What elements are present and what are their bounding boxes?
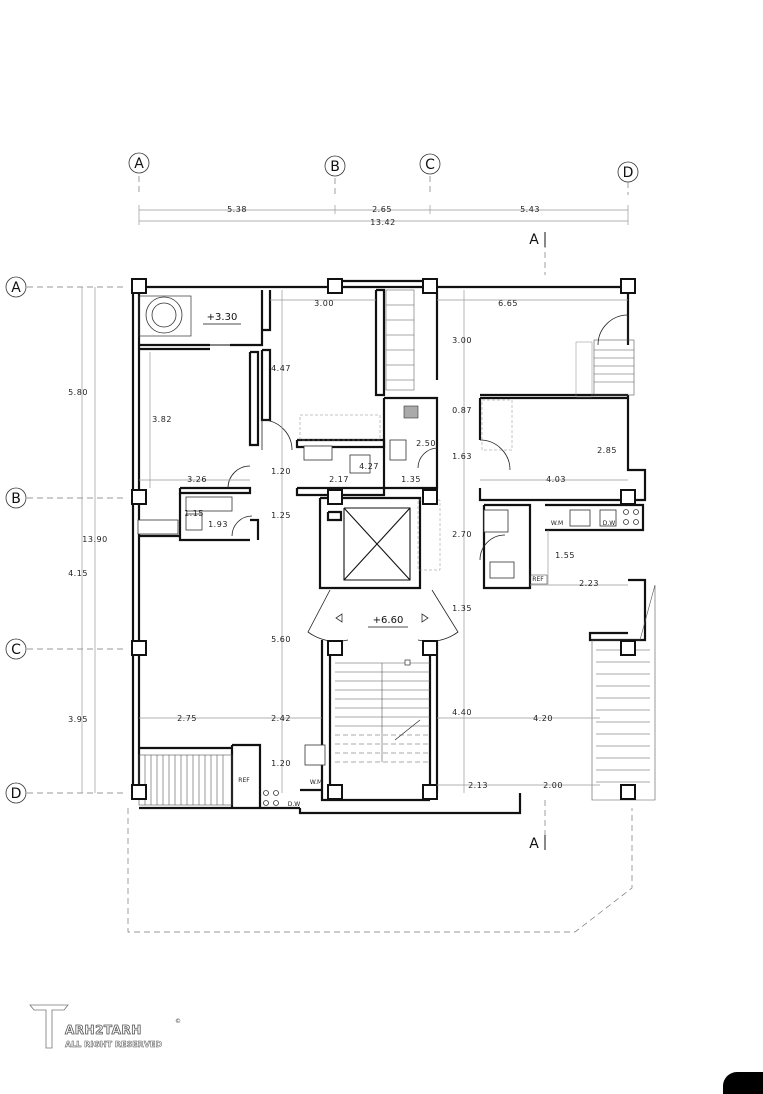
room-dim: 3.00	[314, 299, 334, 308]
arrow-right-icon	[421, 613, 429, 623]
room-dim: 4.03	[546, 475, 566, 484]
ref-label-left: REF	[238, 777, 250, 784]
section-markers: A A	[529, 232, 546, 852]
grid-label-left-d: D	[11, 786, 22, 802]
room-dim: 1.35	[401, 475, 421, 484]
grid-label-top-c: C	[425, 157, 435, 173]
room-dim: 3.82	[152, 415, 172, 424]
grid-label-left-c: C	[11, 642, 21, 658]
room-dim: 1.55	[555, 551, 575, 560]
dw-label-right: D.W	[603, 520, 616, 527]
logo-column-mark	[29, 1004, 69, 1049]
room-dim: 4.47	[271, 364, 291, 373]
site-boundary	[127, 808, 633, 933]
fixtures	[137, 295, 639, 806]
corner-decoration	[723, 1072, 763, 1094]
level-landing: +6.60	[373, 615, 404, 626]
wm-label-left: W.M	[310, 779, 322, 786]
room-dim: 0.87	[452, 406, 472, 415]
grid-axis-left: A B C D	[5, 276, 125, 804]
dw-label-left: D.W	[288, 801, 301, 808]
room-dim: 3.00	[452, 336, 472, 345]
main-staircase	[335, 659, 430, 763]
arrow-left-icon	[335, 613, 343, 623]
doors	[227, 314, 629, 642]
interior-walls	[139, 288, 645, 808]
structural-columns	[131, 278, 636, 800]
grid-axis-top: A B C D	[128, 152, 639, 195]
room-dim: 3.26	[187, 475, 207, 484]
section-label-top: A	[529, 232, 539, 248]
room-dim: 4.20	[533, 714, 553, 723]
right-terrace-upper	[593, 339, 635, 396]
room-dim: 1.35	[452, 604, 472, 613]
left-terrace	[138, 754, 233, 806]
room-dim: 2.75	[177, 714, 197, 723]
dim-top-2: 2.65	[372, 205, 392, 214]
logo-name: ARH2TARH	[65, 1023, 142, 1037]
room-dim: 5.60	[271, 635, 291, 644]
grid-label-top-a: A	[134, 156, 144, 172]
room-dim: 2.85	[597, 446, 617, 455]
grid-label-left-a: A	[11, 280, 21, 296]
room-dim: 1.63	[452, 452, 472, 461]
brand-logo: ARH2TARH ALL RIGHT RESERVED ©	[29, 1004, 181, 1049]
room-dimension-labels: 3.00 6.65 3.00 4.47 0.87 3.82 2.50 2.85 …	[152, 299, 617, 790]
room-dim: 2.17	[329, 475, 349, 484]
room-dim: 4.40	[452, 708, 472, 717]
top-dimensions: 5.38 2.65 5.43 13.42	[138, 205, 629, 227]
dim-left-3: 3.95	[68, 715, 88, 724]
grid-label-left-b: B	[11, 491, 21, 507]
dim-top-1: 5.38	[227, 205, 247, 214]
room-dim: 2.42	[271, 714, 291, 723]
ref-label-right: REF	[532, 576, 544, 583]
exterior-walls	[131, 279, 647, 815]
room-dim: 2.23	[579, 579, 599, 588]
room-dim: 4.27	[359, 462, 379, 471]
room-dim: 1.15	[184, 509, 204, 518]
dim-top-total: 13.42	[370, 218, 395, 227]
room-dim: 1.20	[271, 759, 291, 768]
dim-top-3: 5.43	[520, 205, 540, 214]
grid-label-top-b: B	[330, 159, 340, 175]
wm-label-right: W.M	[551, 520, 563, 527]
grid-label-top-d: D	[623, 165, 634, 181]
room-dim: 2.13	[468, 781, 488, 790]
left-dimensions: 5.80 4.15 3.95 13.90	[68, 287, 107, 793]
level-upper: +3.30	[207, 312, 238, 323]
room-dim: 1.93	[208, 520, 228, 529]
room-dim: 1.25	[271, 511, 291, 520]
appliance-labels: W.M D.W REF REF W.M D.W	[238, 520, 615, 808]
logo-tagline: ALL RIGHT RESERVED	[65, 1040, 162, 1049]
room-dim: 6.65	[498, 299, 518, 308]
dim-left-2: 4.15	[68, 569, 88, 578]
dim-left-total: 13.90	[82, 535, 107, 544]
section-label-bottom: A	[529, 836, 539, 852]
dim-left-1: 5.80	[68, 388, 88, 397]
upper-stair-run	[385, 289, 415, 391]
interior-dim-lines	[139, 290, 628, 793]
room-dim: 1.20	[271, 467, 291, 476]
room-dim: 2.70	[452, 530, 472, 539]
room-dim: 2.00	[543, 781, 563, 790]
logo-copyright: ©	[175, 1018, 181, 1025]
room-dim: 2.50	[416, 439, 436, 448]
